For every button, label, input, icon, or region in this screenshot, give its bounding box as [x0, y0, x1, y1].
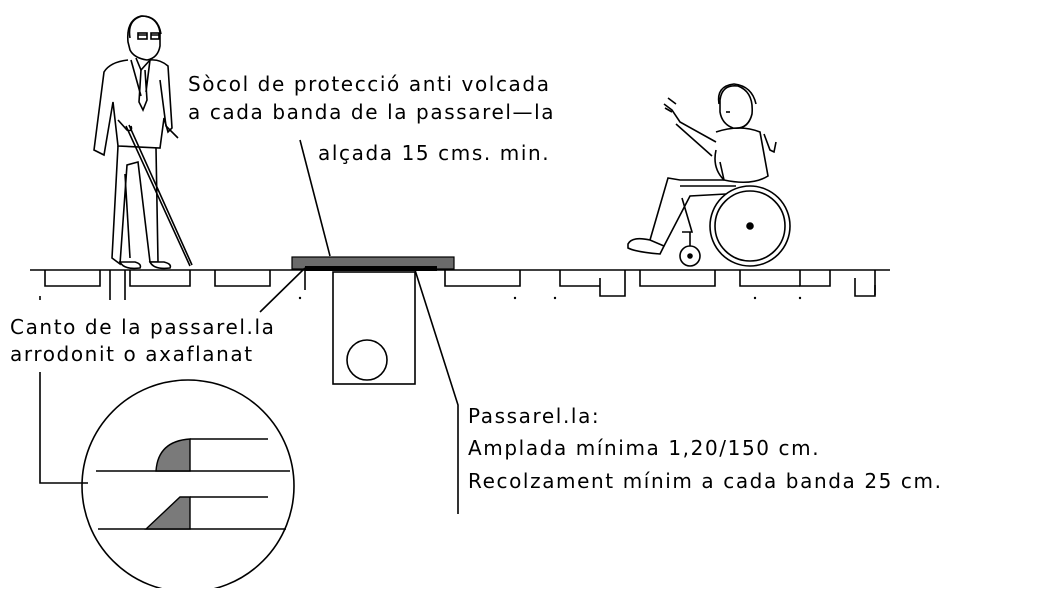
walkway-plate: [291, 256, 455, 271]
socol-label-line3: alçada 15 cms. min.: [318, 141, 550, 165]
rounded-edge-hatch: [155, 438, 191, 472]
canto-leader-line: [259, 267, 306, 313]
ground-line: [30, 269, 890, 300]
canto-label-line1: Canto de la passarel.la: [10, 315, 276, 339]
passarela-leader-line: [414, 269, 459, 514]
edge-detail-circle: [81, 379, 295, 593]
passarela-title: Passarel.la:: [468, 404, 600, 428]
passarela-support-text: Recolzament mínim a cada banda 25 cm.: [468, 469, 943, 493]
wheelchair-user-icon: [627, 83, 791, 267]
canto-label-line2: arrodonit o axaflanat: [10, 342, 254, 366]
socol-label-line1: Sòcol de protecció anti volcada: [188, 72, 551, 96]
socol-leader-line: [299, 139, 331, 257]
detail-leader-line: [39, 372, 88, 484]
drain-channel: [332, 271, 416, 385]
chamfered-edge-hatch: [144, 496, 191, 530]
passarela-width-text: Amplada mínima 1,20/150 cm.: [468, 436, 820, 460]
walkway-board: [305, 266, 437, 271]
socol-label-line2: a cada banda de la passarel—la: [188, 100, 555, 124]
person-with-cane-icon: [93, 15, 193, 270]
